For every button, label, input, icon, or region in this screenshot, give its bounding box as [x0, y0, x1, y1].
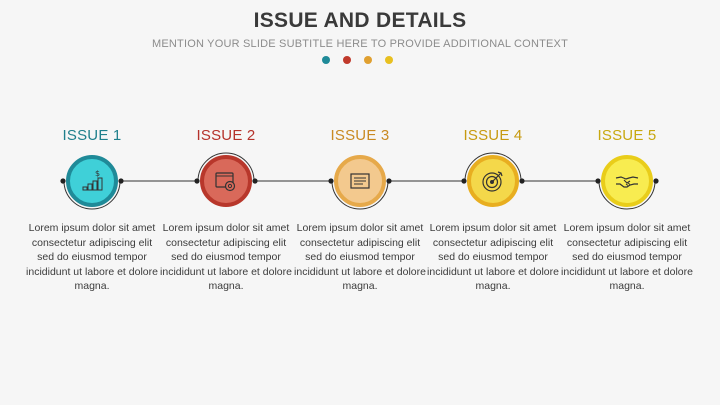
- issue-badge: [601, 155, 653, 207]
- document-icon: [350, 173, 370, 189]
- issue-description: Lorem ipsum dolor sit amet consectetur a…: [427, 222, 559, 293]
- dot-2: [343, 56, 351, 64]
- issue-title: ISSUE 3: [330, 127, 390, 144]
- issue-step-5: ISSUE 5 Lorem ipsum dolor sit amet conse…: [561, 126, 693, 292]
- target-icon: [482, 171, 503, 192]
- issue-badge: $: [66, 155, 118, 207]
- issue-badge: [467, 155, 519, 207]
- settings-window-icon: [215, 172, 236, 192]
- growth-chart-icon: $: [82, 169, 103, 191]
- issue-step-1: ISSUE 1 $ Lorem ipsum dolor sit amet con…: [26, 126, 158, 292]
- issue-step-3: ISSUE 3 Lorem ipsum dolor sit amet conse…: [294, 126, 426, 292]
- issue-description: Lorem ipsum dolor sit amet consectetur a…: [26, 222, 158, 293]
- step-arc-5: [595, 178, 659, 210]
- step-arc-1: [60, 178, 124, 210]
- dot-4: [385, 56, 393, 64]
- issue-title: ISSUE 5: [597, 127, 657, 144]
- issue-step-2: ISSUE 2 Lorem ipsum dolor sit amet conse…: [160, 126, 292, 292]
- dot-1: [322, 56, 330, 64]
- handshake-icon: [615, 176, 639, 188]
- issue-description: Lorem ipsum dolor sit amet consectetur a…: [294, 222, 426, 293]
- page-title: ISSUE AND DETAILS: [253, 9, 467, 32]
- svg-text:$: $: [95, 169, 100, 178]
- page-subtitle: MENTION YOUR SLIDE SUBTITLE HERE TO PROV…: [151, 38, 568, 50]
- dot-3: [364, 56, 372, 64]
- issue-badge: [334, 155, 386, 207]
- issue-description: Lorem ipsum dolor sit amet consectetur a…: [561, 222, 693, 293]
- issue-title: ISSUE 4: [463, 127, 523, 144]
- step-arc-3: [328, 178, 392, 210]
- issue-title: ISSUE 1: [62, 127, 122, 144]
- issue-step-4: ISSUE 4 Lorem ipsum dolor sit amet conse…: [427, 126, 559, 292]
- issue-badge: [200, 155, 252, 207]
- issue-title: ISSUE 2: [196, 127, 256, 144]
- issue-description: Lorem ipsum dolor sit amet consectetur a…: [160, 222, 292, 293]
- step-arc-2: [194, 152, 258, 184]
- step-arc-4: [461, 152, 525, 184]
- decorative-dots: [322, 56, 393, 64]
